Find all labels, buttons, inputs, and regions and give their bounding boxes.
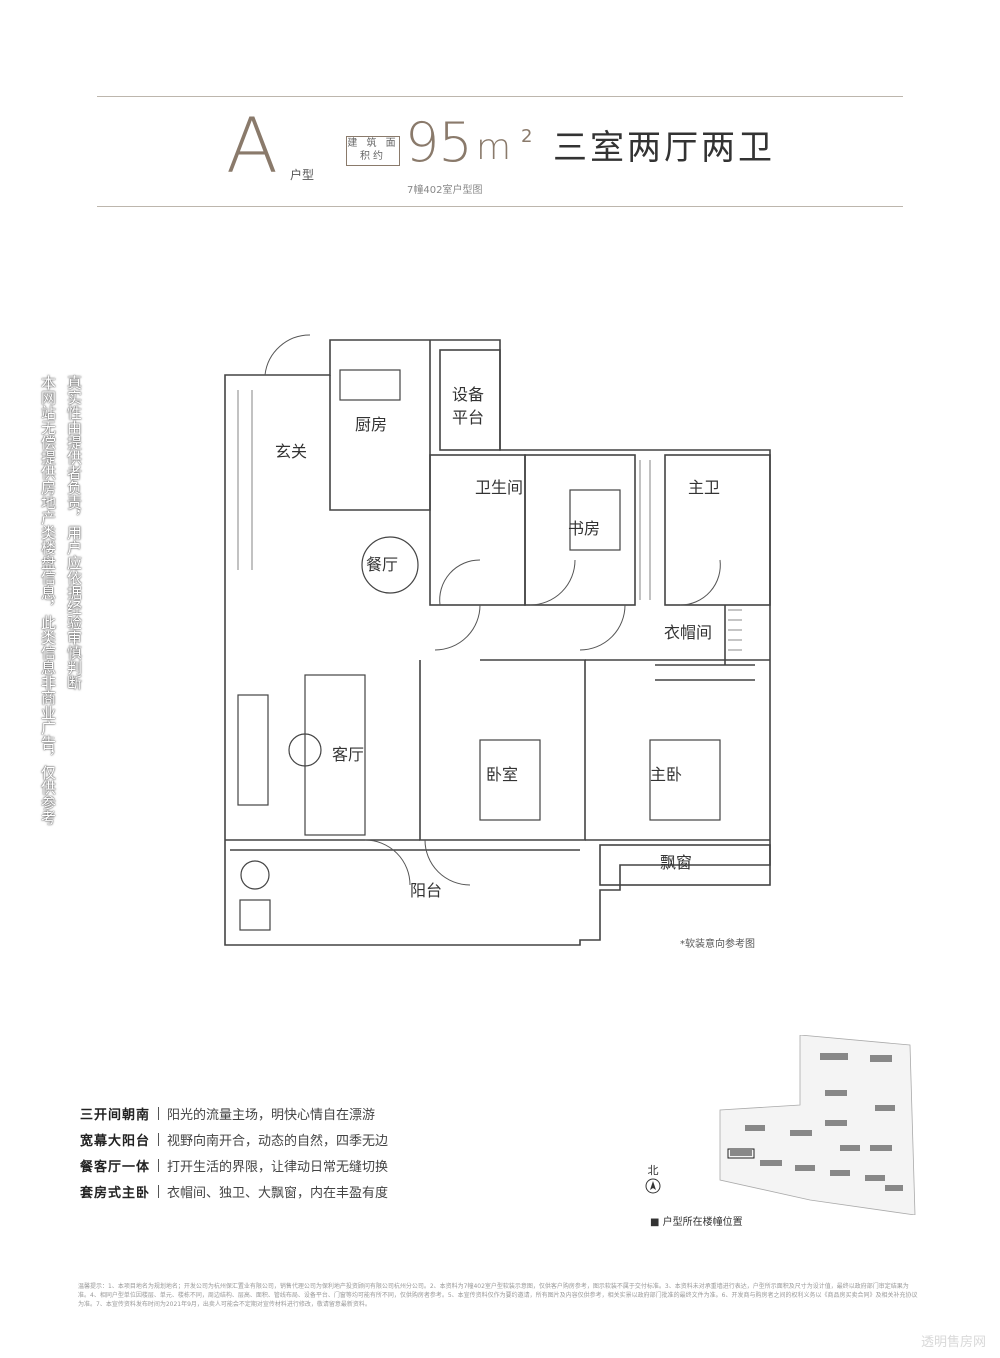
feature-desc: 视野向南开合，动态的自然，四季无边 (167, 1133, 389, 1149)
site-plan (719, 1035, 916, 1215)
feature-list: 三开间朝南 阳光的流量主场，明快心情自在漂游 宽幕大阳台 视野向南开合，动态的自… (80, 1100, 388, 1204)
area-value: 95 (405, 111, 473, 174)
north-arrow-icon (645, 1178, 661, 1194)
area-unit: m (476, 127, 512, 168)
area-label: 建 筑 面积约 (346, 136, 400, 166)
watermark: 透明售房网 (920, 1335, 986, 1350)
room-label-closet: 衣帽间 (664, 623, 712, 642)
feature-item: 三开间朝南 阳光的流量主场，明快心情自在漂游 (80, 1100, 388, 1126)
feature-divider (158, 1106, 160, 1120)
room-label-dining: 餐厅 (366, 555, 398, 574)
feature-divider (158, 1132, 160, 1146)
room-label-bay-window: 飘窗 (660, 853, 692, 872)
room-label-balcony: 阳台 (410, 881, 442, 900)
feature-item: 餐客厅一体 打开生活的界限，让律动日常无缝切换 (80, 1152, 388, 1178)
room-label-master-bath: 主卫 (688, 478, 720, 497)
plan-note: 7幢402室户型图 (407, 185, 483, 196)
room-label-entry: 玄关 (275, 442, 307, 461)
unit-suffix: 户型 (290, 168, 315, 182)
north-label: 北 (647, 1164, 659, 1177)
notice-right-column: 真实性由提供者负责，用户应依据经验审慎判断 (65, 375, 83, 690)
layout-title: 三室两厅两卫 (553, 128, 775, 168)
feature-item: 宽幕大阳台 视野向南开合，动态的自然，四季无边 (80, 1126, 388, 1152)
room-label-study: 书房 (568, 519, 600, 538)
room-label-living: 客厅 (332, 745, 364, 764)
room-label-equipment-1: 设备 (452, 385, 484, 404)
building-location-label: ■ 户型所在楼幢位置 (650, 1217, 743, 1228)
room-label-bathroom: 卫生间 (475, 478, 523, 497)
floor-plan: 玄关 厨房 设备 平台 卫生间 书房 主卫 餐厅 衣帽间 客厅 卧室 主卧 飘窗… (224, 334, 771, 946)
unit-letter: A (226, 101, 278, 190)
notice-left-column: 本网站无偿提供房地产类楼盘信息，此类信息非商业广告，仅供参考 (39, 375, 57, 825)
top-rule (97, 96, 903, 97)
area-superscript: 2 (521, 126, 533, 147)
header-bottom-rule (97, 206, 903, 207)
room-label-kitchen: 厨房 (355, 415, 387, 434)
disclaimer: 温馨提示：1、本项目地名为规划地名；开发公司为杭州保汇置业有限公司，销售代理公司… (78, 1283, 918, 1308)
feature-title: 三开间朝南 (80, 1107, 151, 1123)
feature-divider (158, 1184, 160, 1198)
feature-item: 套房式主卧 衣帽间、独卫、大飘窗，内在丰盈有度 (80, 1178, 388, 1204)
room-label-master-bedroom: 主卧 (650, 765, 682, 784)
feature-divider (158, 1158, 160, 1172)
soft-furnishing-note: *软装意向参考图 (680, 939, 755, 950)
feature-title: 餐客厅一体 (80, 1159, 151, 1175)
feature-title: 宽幕大阳台 (80, 1133, 151, 1149)
room-label-equipment-2: 平台 (452, 408, 484, 427)
feature-title: 套房式主卧 (80, 1185, 151, 1201)
feature-desc: 衣帽间、独卫、大飘窗，内在丰盈有度 (167, 1185, 389, 1201)
feature-desc: 打开生活的界限，让律动日常无缝切换 (167, 1159, 389, 1175)
feature-desc: 阳光的流量主场，明快心情自在漂游 (167, 1107, 376, 1123)
room-label-bedroom: 卧室 (486, 765, 518, 784)
